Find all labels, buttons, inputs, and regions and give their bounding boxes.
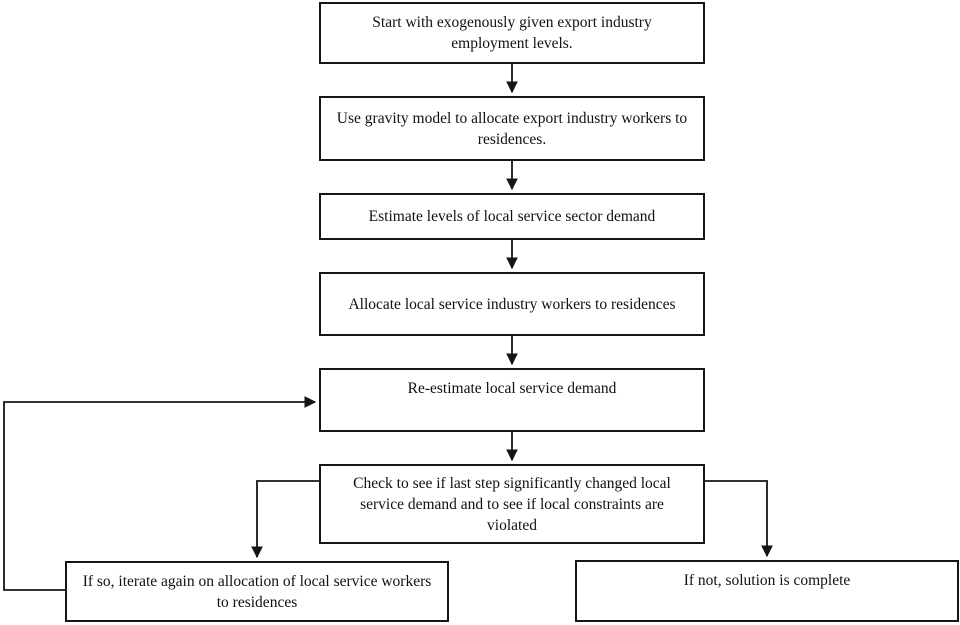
- node-estimate-demand-label: Estimate levels of local service sector …: [368, 208, 656, 225]
- node-solution-complete-label: If not, solution is complete: [683, 572, 851, 589]
- node-check-convergence-label: Check to see if last step significantly …: [353, 474, 671, 534]
- edge-check-to-iterate: [251, 480, 319, 559]
- node-reestimate-demand-label: Re-estimate local service demand: [407, 380, 617, 397]
- node-check-convergence: Check to see if last step significantly …: [319, 464, 705, 544]
- node-iterate-again-label: If so, iterate again on allocation of lo…: [82, 572, 432, 611]
- node-allocate-workers: Allocate local service industry workers …: [319, 272, 705, 336]
- node-estimate-demand: Estimate levels of local service sector …: [319, 193, 705, 240]
- node-start: Start with exogenously given export indu…: [319, 2, 705, 64]
- edge-check-to-complete: [705, 480, 773, 558]
- node-start-label: Start with exogenously given export indu…: [372, 14, 652, 52]
- node-gravity-model: Use gravity model to allocate export ind…: [319, 96, 705, 161]
- node-solution-complete: If not, solution is complete: [575, 560, 959, 622]
- node-allocate-workers-label: Allocate local service industry workers …: [348, 295, 676, 313]
- node-gravity-model-label: Use gravity model to allocate export ind…: [336, 109, 688, 148]
- node-reestimate-demand: Re-estimate local service demand: [319, 368, 705, 432]
- node-iterate-again: If so, iterate again on allocation of lo…: [65, 561, 449, 622]
